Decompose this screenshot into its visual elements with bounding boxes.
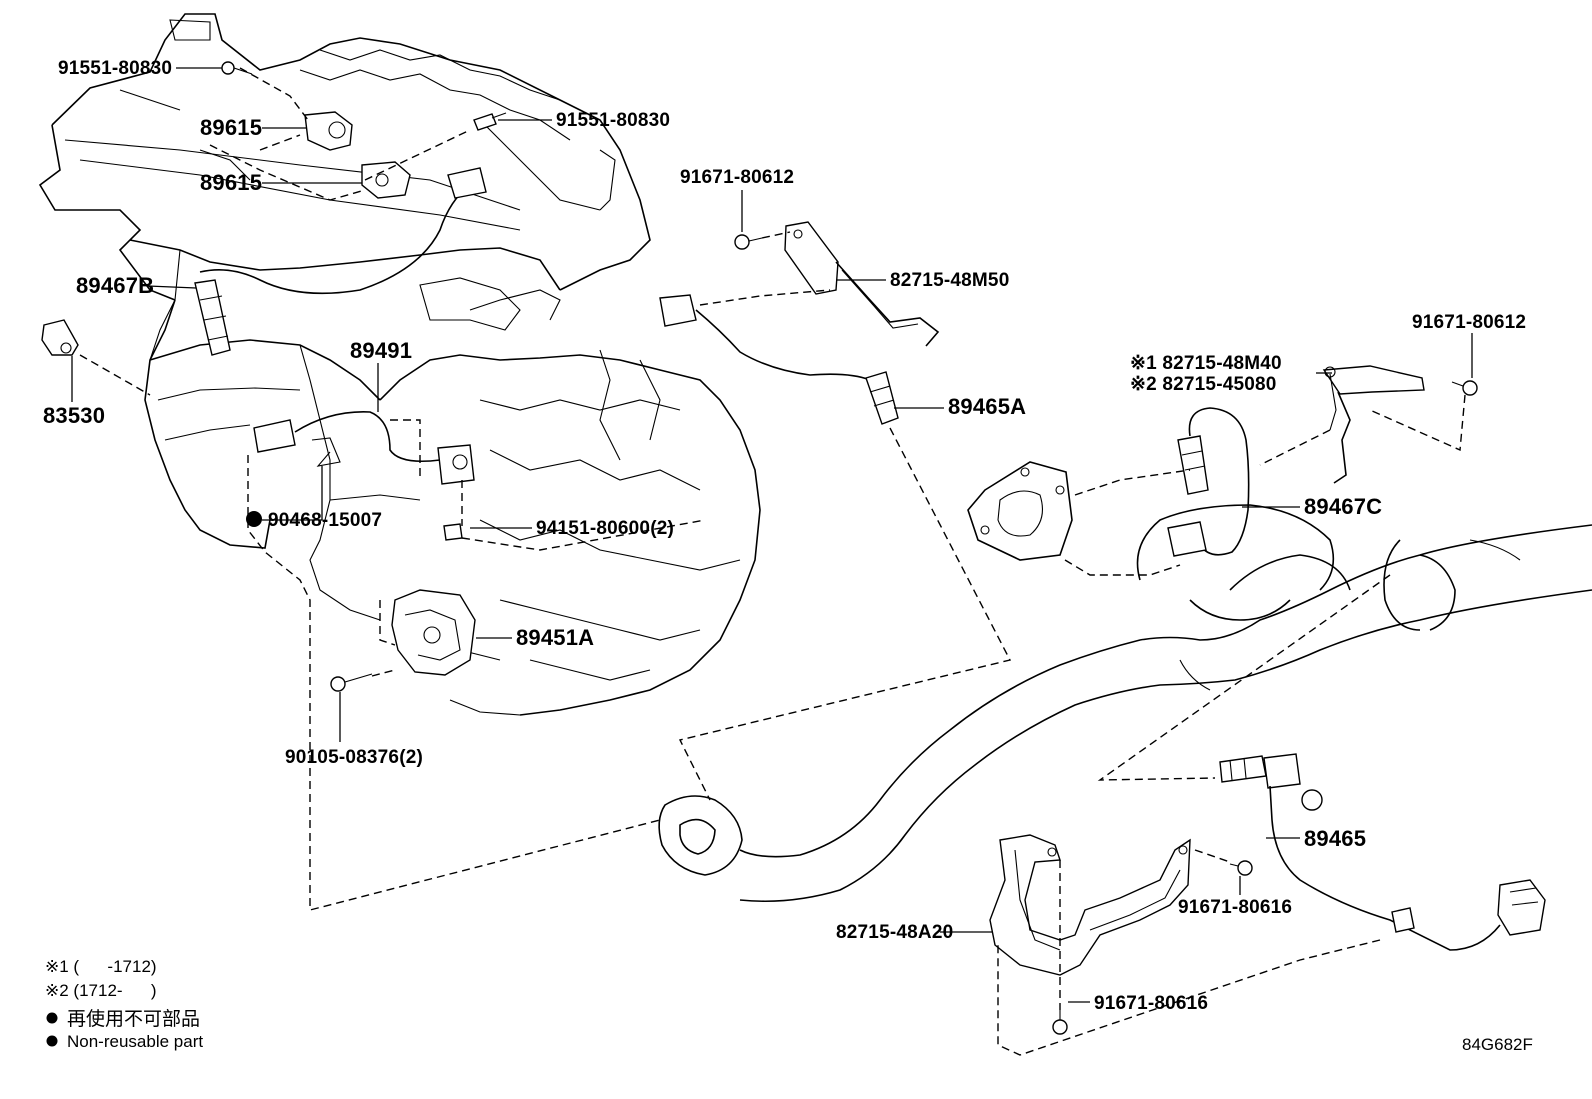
bolt-90105-icon — [330, 673, 373, 692]
oxygen-sensor-89467B-icon — [194, 167, 487, 356]
non-reusable-bullet-icon-en — [46, 1035, 58, 1047]
oil-pressure-switch-83530-icon — [41, 319, 79, 356]
speed-sensor-89491-icon — [253, 411, 475, 485]
callout-89615-lower[interactable]: 89615 — [200, 170, 262, 195]
knock-sensor-89615-lower-icon — [361, 161, 411, 199]
exhaust-pipe-icon — [658, 504, 1592, 903]
callout-82715-48M40[interactable]: ※1 82715-48M40 — [1130, 353, 1282, 374]
callout-82715-48A20[interactable]: 82715-48A20 — [836, 922, 953, 943]
bolt-91671-top-icon — [734, 234, 763, 250]
non-reusable-bullet-icon — [46, 1012, 58, 1024]
callout-91671-80612-top[interactable]: 91671-80612 — [680, 167, 794, 188]
oxygen-sensor-89465-icon — [1219, 753, 1546, 951]
legend-note-1: ※1 ( -1712) — [45, 957, 157, 976]
bolt-91671-right-icon — [1451, 380, 1478, 396]
oxygen-sensor-89465A-icon — [659, 294, 899, 425]
bolt-91551-top-icon — [221, 61, 253, 75]
callout-91671-80616-lower[interactable]: 91671-80616 — [1094, 993, 1208, 1014]
legend-non-reusable-en: Non-reusable part — [67, 1032, 203, 1051]
callout-89467C[interactable]: 89467C — [1304, 494, 1382, 519]
bolt-91671-80616-lower-icon — [1052, 1010, 1068, 1035]
callout-94151-80600[interactable]: 94151-80600(2) — [536, 518, 674, 539]
oxygen-sensor-89467C-icon — [1167, 407, 1250, 557]
callout-90105-08376[interactable]: 90105-08376(2) — [285, 747, 423, 768]
knock-sensor-89615-upper-icon — [304, 111, 353, 151]
bracket-82715-48A20-icon — [989, 834, 1191, 976]
callout-91551-80830-right[interactable]: 91551-80830 — [556, 110, 670, 131]
callout-89491[interactable]: 89491 — [350, 338, 412, 363]
callout-leaders — [71, 67, 1473, 1003]
bolt-91671-80616-upper-icon — [1229, 860, 1253, 876]
callout-89465[interactable]: 89465 — [1304, 826, 1366, 851]
callout-89451A[interactable]: 89451A — [516, 625, 594, 650]
diagram-code: 84G682F — [1462, 1035, 1533, 1054]
callout-91671-80612-right[interactable]: 91671-80612 — [1412, 312, 1526, 333]
legend-non-reusable-jp: 再使用不可部品 — [67, 1008, 200, 1030]
callout-83530[interactable]: 83530 — [43, 403, 105, 428]
exhaust-gasket-icon — [967, 461, 1073, 561]
callout-82715-45080[interactable]: ※2 82715-45080 — [1130, 374, 1277, 395]
legend-note-2: ※2 (1712- ) — [45, 981, 157, 1000]
non-reusable-marker-icon — [246, 511, 262, 527]
callout-82715-48M50[interactable]: 82715-48M50 — [890, 270, 1009, 291]
neutral-switch-89451A-icon — [391, 589, 476, 676]
engine-assembly — [38, 13, 761, 716]
bolt-94151-icon — [443, 523, 463, 541]
assembly-guide-lines — [79, 67, 1466, 1056]
callout-89615-upper[interactable]: 89615 — [200, 115, 262, 140]
bracket-82715-48M50-icon — [784, 221, 940, 347]
callout-91671-80616-upper[interactable]: 91671-80616 — [1178, 897, 1292, 918]
callout-89465A[interactable]: 89465A — [948, 394, 1026, 419]
legend: ※1 ( -1712) ※2 (1712- ) 再使用不可部品 Non-reus… — [45, 957, 203, 1051]
bracket-82715-48M40-icon — [1322, 365, 1425, 484]
callout-89467B[interactable]: 89467B — [76, 273, 154, 298]
bolt-91551-right-icon — [473, 112, 507, 131]
callout-91551-80830-top[interactable]: 91551-80830 — [58, 58, 172, 79]
callout-90468-15007[interactable]: 90468-15007 — [268, 510, 382, 531]
clip-90468-icon — [311, 437, 341, 467]
